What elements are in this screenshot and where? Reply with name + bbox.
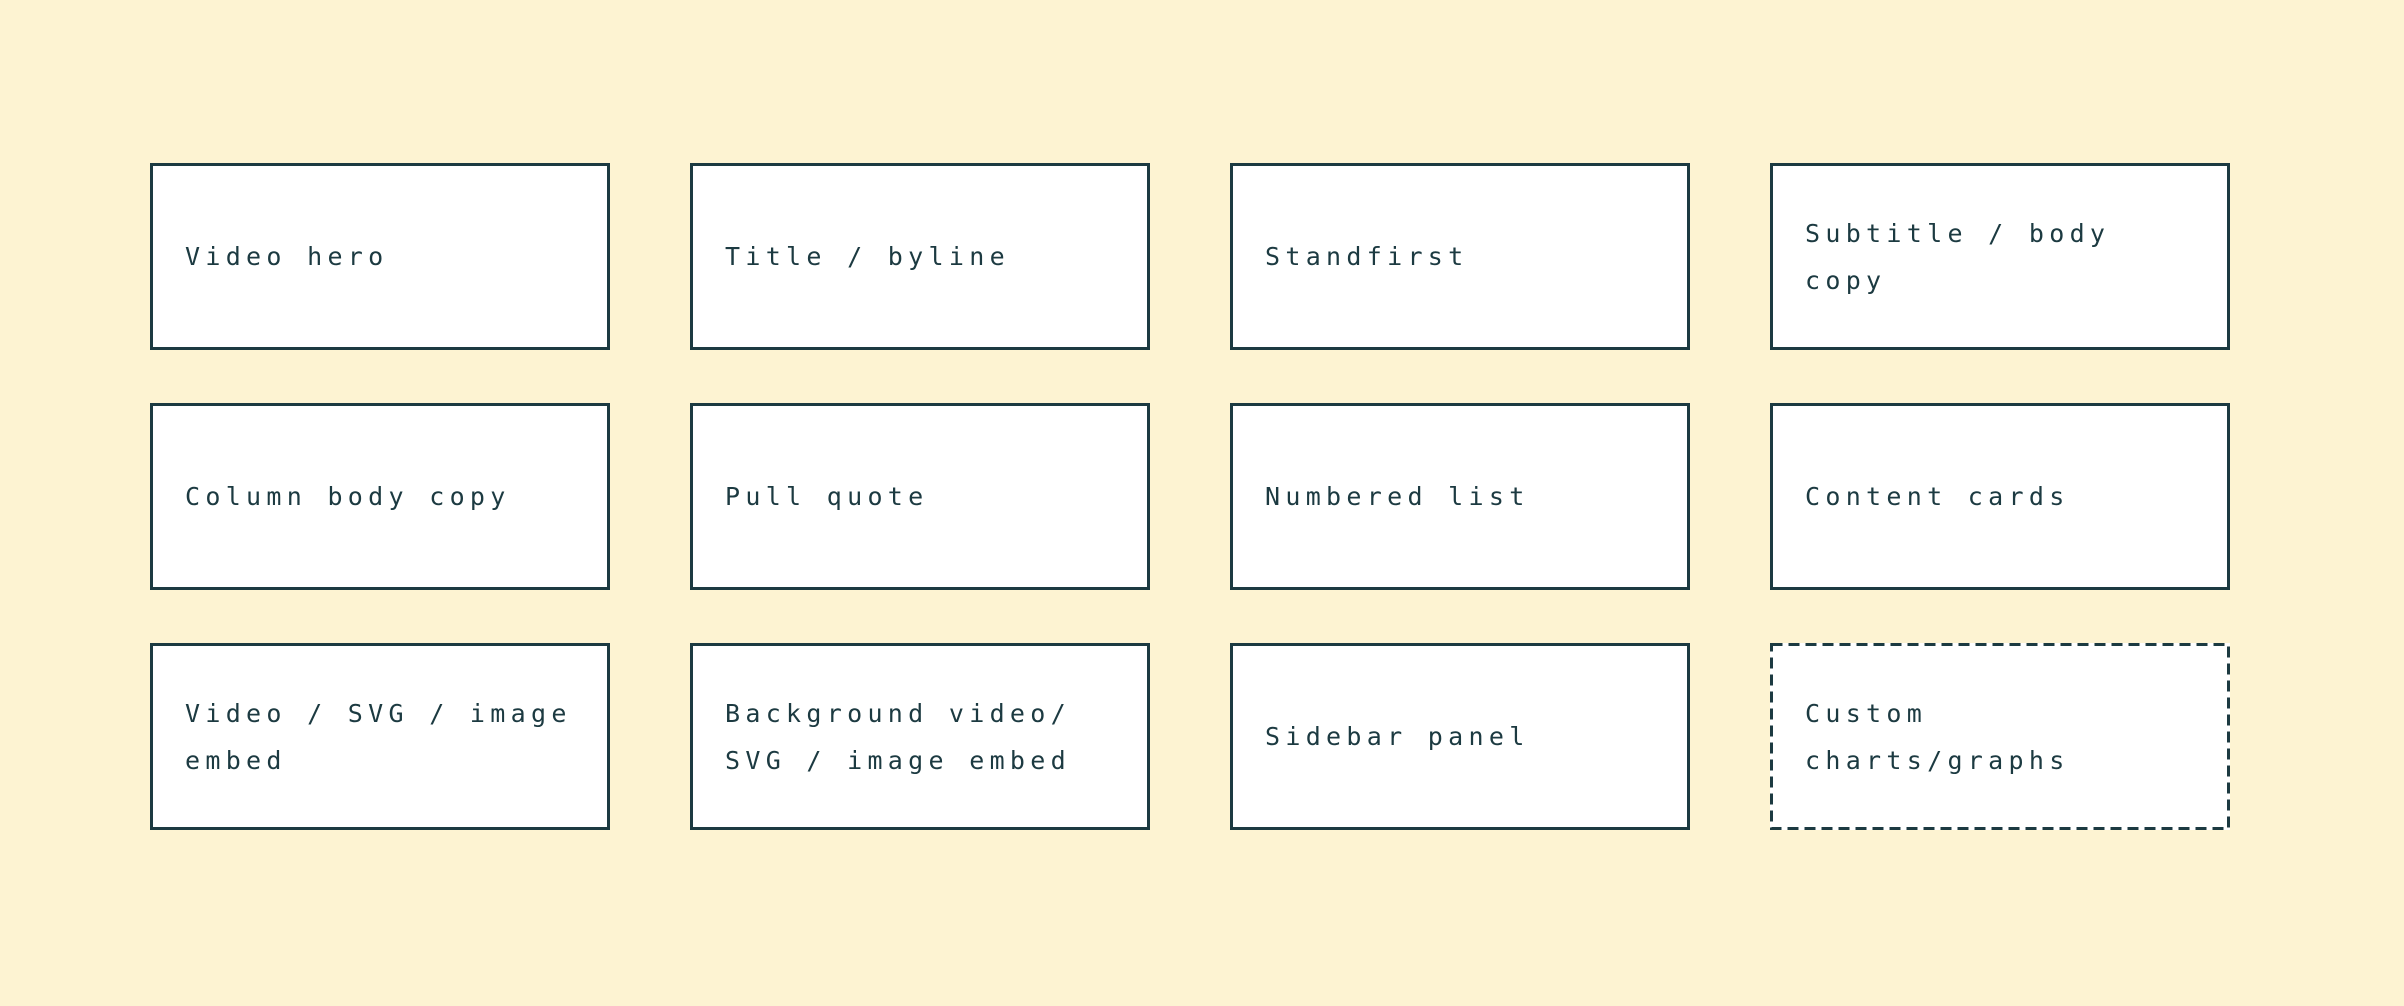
card-content-cards: Content cards	[1770, 403, 2230, 590]
card-title-byline: Title / byline	[690, 163, 1150, 350]
card-label: Video / SVG / image embed	[185, 698, 572, 775]
card-pull-quote: Pull quote	[690, 403, 1150, 590]
card-numbered-list: Numbered list	[1230, 403, 1690, 590]
card-label: Custom charts/graphs	[1805, 698, 2070, 775]
card-label: Pull quote	[725, 482, 929, 511]
card-subtitle-body-copy: Subtitle / body copy	[1770, 163, 2230, 350]
cards-grid: Video hero Title / byline Standfirst Sub…	[150, 163, 2230, 830]
card-label: Sidebar panel	[1265, 722, 1530, 751]
card-column-body-copy: Column body copy	[150, 403, 610, 590]
card-custom-charts-graphs: Custom charts/graphs	[1770, 643, 2230, 830]
card-label: Title / byline	[725, 242, 1010, 271]
card-background-video-svg-image-embed: Background video/ SVG / image embed	[690, 643, 1150, 830]
card-label: Numbered list	[1265, 482, 1530, 511]
card-label: Subtitle / body copy	[1805, 218, 2111, 295]
card-sidebar-panel: Sidebar panel	[1230, 643, 1690, 830]
card-label: Video hero	[185, 242, 389, 271]
card-standfirst: Standfirst	[1230, 163, 1690, 350]
card-label: Standfirst	[1265, 242, 1469, 271]
card-label: Background video/ SVG / image embed	[725, 698, 1071, 775]
card-video-svg-image-embed: Video / SVG / image embed	[150, 643, 610, 830]
card-video-hero: Video hero	[150, 163, 610, 350]
card-label: Column body copy	[185, 482, 511, 511]
card-label: Content cards	[1805, 482, 2070, 511]
